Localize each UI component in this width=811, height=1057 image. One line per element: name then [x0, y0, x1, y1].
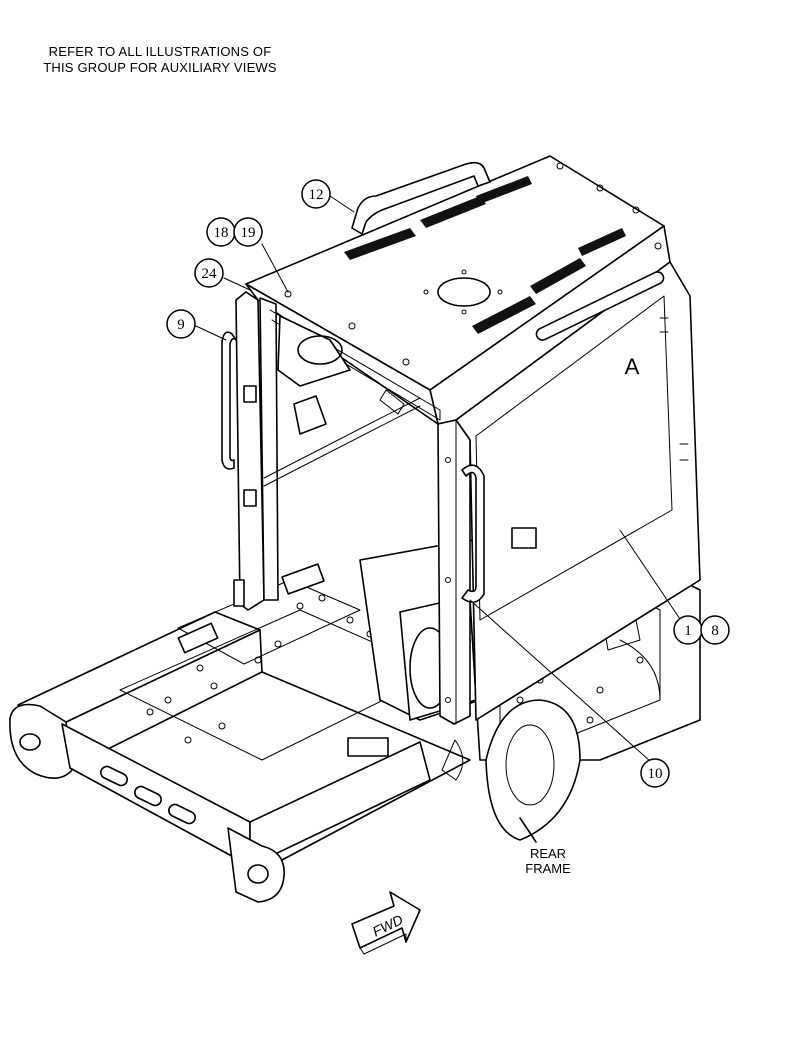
auxiliary-views-note: REFER TO ALL ILLUSTRATIONS OF THIS GROUP… — [20, 44, 300, 76]
main-frame — [9, 563, 471, 903]
right-post — [437, 419, 485, 725]
roof-grab-handle — [351, 161, 491, 235]
rear-inner-bracket — [277, 315, 405, 435]
roof-vent-slots — [344, 176, 626, 334]
callout-24: 24 — [194, 258, 224, 288]
leader-lines — [195, 195, 687, 771]
panel-a-label: A — [625, 354, 640, 379]
forward-direction-arrow: FWD — [351, 891, 421, 955]
callout-9: 9 — [166, 309, 196, 339]
svg-text:10: 10 — [648, 766, 663, 782]
callout-12: 12 — [301, 179, 331, 209]
svg-text:1: 1 — [684, 623, 692, 639]
callout-10: 10 — [640, 758, 670, 788]
svg-text:24: 24 — [202, 266, 218, 282]
note-line-2: THIS GROUP FOR AUXILIARY VIEWS — [43, 60, 277, 75]
left-grab-handle — [221, 331, 237, 470]
rear-frame-label-line-2: FRAME — [525, 861, 571, 876]
svg-text:9: 9 — [177, 317, 185, 333]
svg-text:18: 18 — [214, 225, 229, 241]
callout-1: 1 — [673, 615, 703, 645]
callout-19: 19 — [233, 217, 263, 247]
rear-frame-label-line-1: REAR — [530, 846, 566, 861]
callout-18: 18 — [206, 217, 236, 247]
svg-text:12: 12 — [309, 187, 324, 203]
note-line-1: REFER TO ALL ILLUSTRATIONS OF — [48, 44, 272, 59]
svg-text:19: 19 — [241, 225, 256, 241]
callout-8: 8 — [700, 615, 730, 645]
panel-latch — [511, 527, 537, 549]
svg-text:8: 8 — [711, 623, 719, 639]
side-panel-a: A — [455, 261, 701, 721]
roof-center-opening — [437, 277, 491, 307]
right-grab-handle — [461, 464, 485, 603]
